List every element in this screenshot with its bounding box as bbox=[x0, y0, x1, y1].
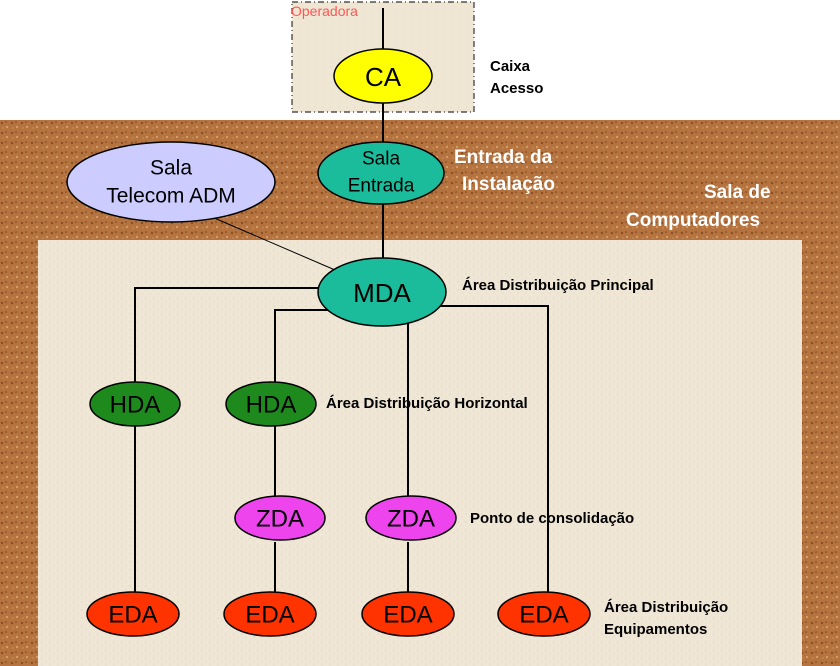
line-mda-eda4 bbox=[440, 305, 549, 592]
entrance-zone-label-line2: Instalação bbox=[462, 174, 555, 195]
entrance-room-node bbox=[317, 141, 445, 205]
eda-node-2 bbox=[223, 591, 317, 637]
line-telecom-mda bbox=[204, 213, 336, 271]
hda-node-1 bbox=[89, 381, 181, 427]
entrance-room-label-line1: Sala bbox=[362, 149, 400, 170]
eda-node-3 bbox=[361, 591, 455, 637]
computer-room-label-line1: Sala de bbox=[704, 182, 771, 203]
telecom-room-label-line1: Sala bbox=[150, 157, 192, 180]
computer-room-label-line2: Computadores bbox=[626, 210, 760, 231]
zda-node-2 bbox=[365, 495, 457, 541]
line-mda-hda2 bbox=[274, 309, 345, 382]
equipment-distribution-label-line2: Equipamentos bbox=[604, 621, 707, 638]
eda-node-1 bbox=[86, 591, 180, 637]
entrance-zone-label-line1: Entrada da bbox=[454, 147, 553, 168]
mda-label: MDA bbox=[353, 278, 411, 308]
zda-label-2: ZDA bbox=[387, 506, 435, 533]
main-distribution-label: Área Distribuição Principal bbox=[462, 277, 654, 294]
horizontal-distribution-label: Área Distribuição Horizontal bbox=[326, 395, 528, 412]
hda-label-2: HDA bbox=[246, 392, 297, 419]
eda-label-2: EDA bbox=[245, 602, 294, 629]
entrance-room-label-line2: Entrada bbox=[348, 176, 415, 197]
hda-label-1: HDA bbox=[110, 392, 161, 419]
zda-node-1 bbox=[234, 495, 326, 541]
eda-node-4 bbox=[497, 591, 591, 637]
access-box-label-line2: Acesso bbox=[490, 80, 543, 97]
operator-label: Operadora bbox=[291, 3, 358, 19]
equipment-distribution-label-line1: Área Distribuição bbox=[604, 599, 728, 616]
ca-node bbox=[333, 48, 433, 104]
telecom-room-node bbox=[66, 141, 276, 223]
eda-label-1: EDA bbox=[108, 602, 157, 629]
mda-node bbox=[317, 257, 447, 327]
zda-label-1: ZDA bbox=[256, 506, 304, 533]
eda-label-3: EDA bbox=[383, 602, 432, 629]
access-box-label-line1: Caixa bbox=[490, 58, 531, 75]
consolidation-point-label: Ponto de consolidação bbox=[470, 510, 634, 527]
telecom-room-label-line2: Telecom ADM bbox=[106, 185, 236, 208]
ca-label: CA bbox=[365, 62, 402, 92]
line-mda-hda1 bbox=[134, 287, 322, 382]
hda-node-2 bbox=[225, 381, 317, 427]
eda-label-4: EDA bbox=[519, 602, 568, 629]
